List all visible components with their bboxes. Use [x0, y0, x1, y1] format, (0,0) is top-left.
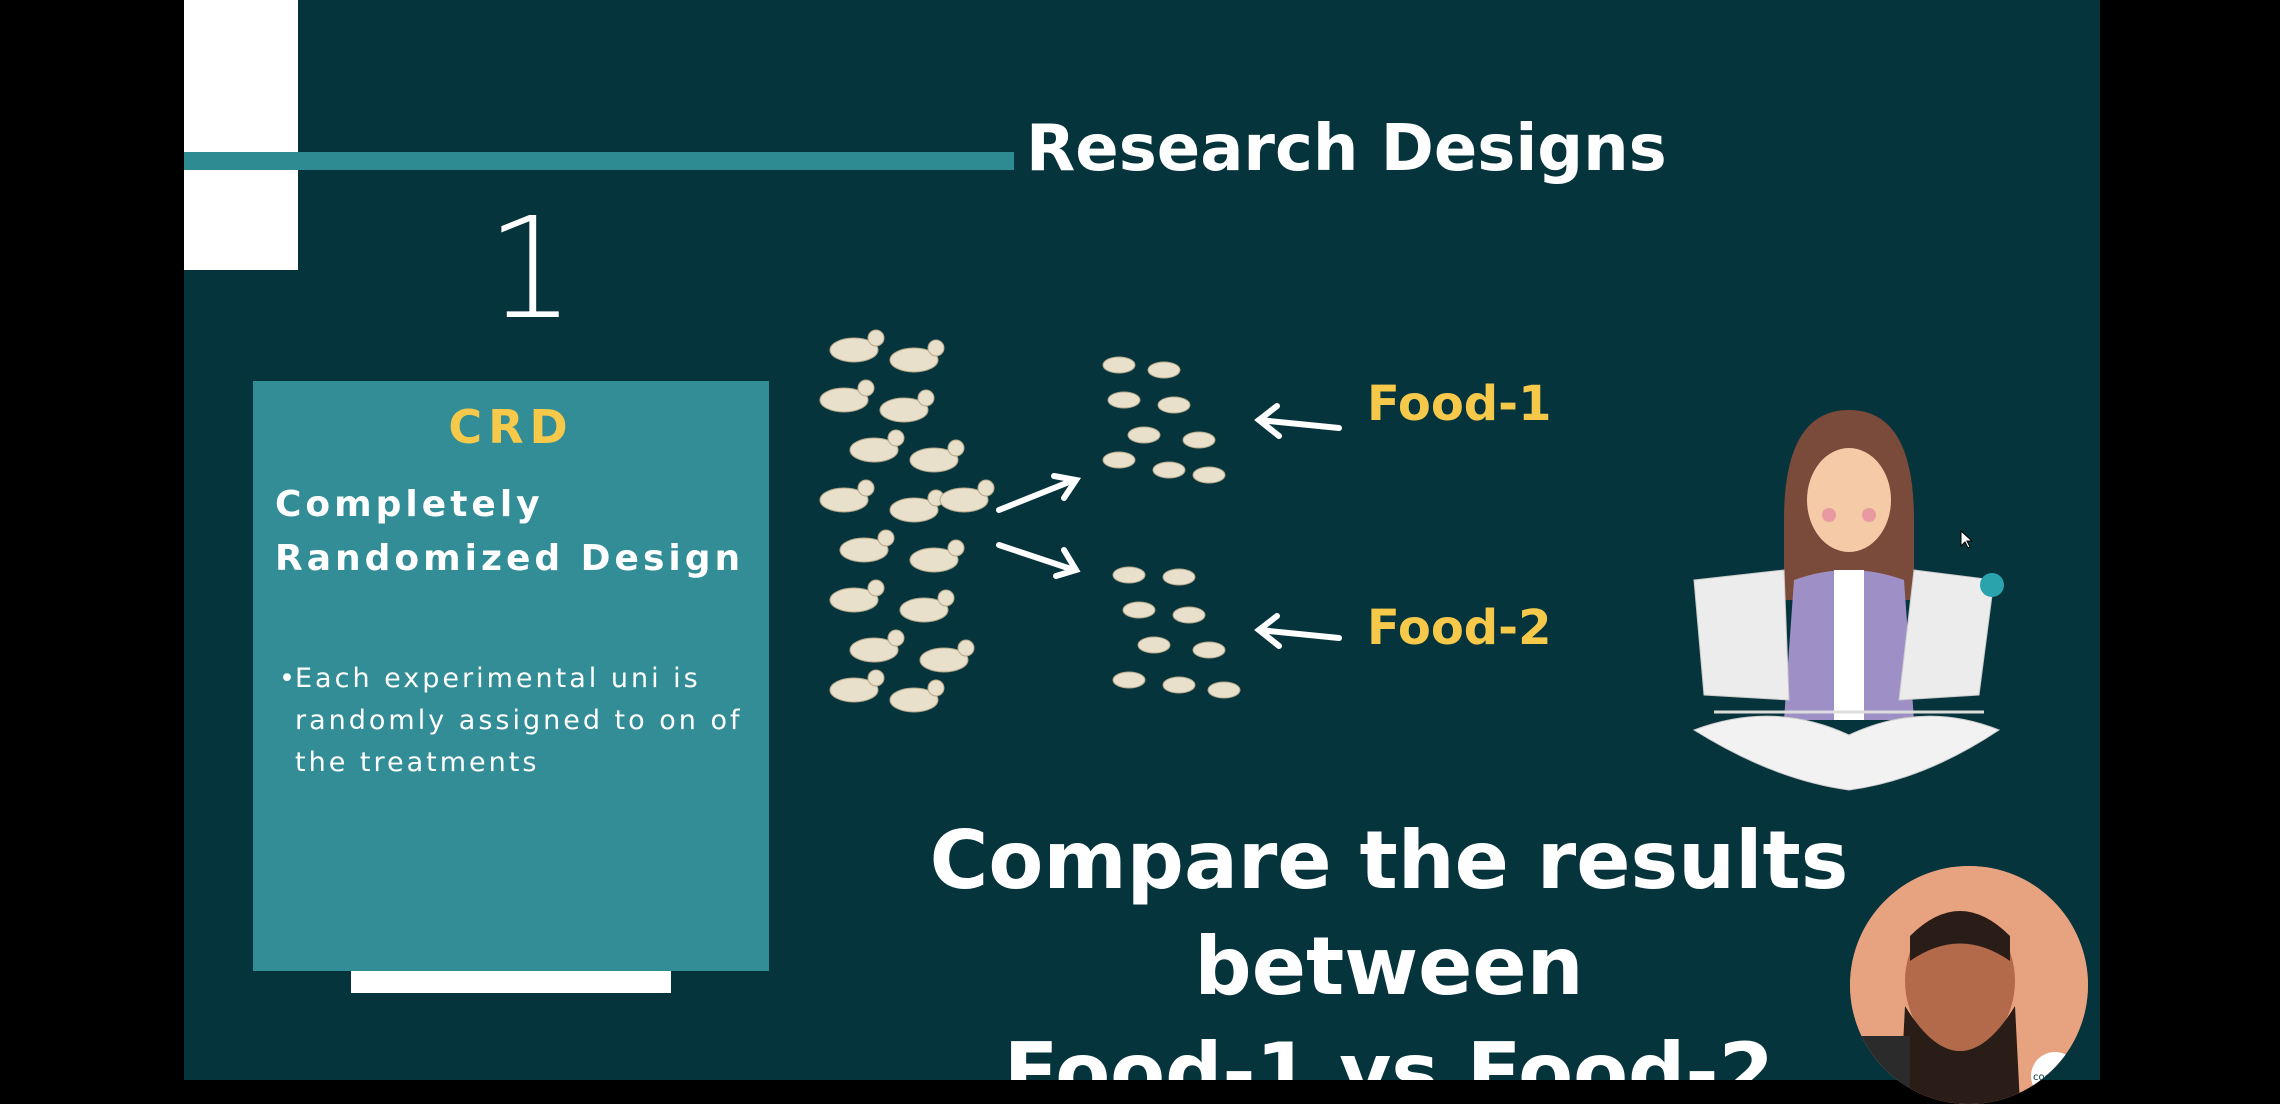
person-reading-illustration [1692, 410, 2004, 791]
goat-group-food2 [1112, 566, 1241, 699]
goat-icon [839, 529, 895, 563]
decorative-white-block [184, 0, 298, 270]
food2-label: Food-2 [1367, 600, 1552, 656]
goat-icon [829, 329, 885, 363]
goat-icon [819, 379, 875, 413]
letterbox-right [2100, 0, 2280, 1080]
goat-icon [819, 479, 875, 513]
arrow-icon [1254, 613, 1342, 649]
card-subtitle-line2: Randomized Design [275, 538, 745, 579]
goat-herd-large [819, 329, 995, 713]
goat-icon [909, 539, 965, 573]
goat-icon [889, 679, 945, 713]
goat-group-food1 [1102, 356, 1226, 484]
card-underline [351, 971, 671, 993]
presenter-silhouette: codanics [1850, 866, 2088, 1104]
goat-icon [899, 589, 955, 623]
card-bullet: • Each experimental uni is randomly assi… [279, 658, 755, 784]
goat-icon [829, 669, 885, 703]
goat-icon [919, 639, 975, 673]
goat-icon [909, 439, 965, 473]
compare-line1: Compare the results between [929, 814, 1849, 1013]
goat-icon [889, 489, 945, 523]
card-bullet-text: Each experimental uni is randomly assign… [295, 663, 743, 778]
design-number: 1 [486, 188, 576, 351]
webcam-presenter: codanics [1850, 866, 2088, 1104]
compare-text: Compare the results between Food-1 vs Fo… [824, 808, 1954, 1080]
bullet-dot: • [279, 663, 298, 694]
goat-icon [829, 579, 885, 613]
cursor-icon [1960, 530, 1974, 549]
arrow-icon [996, 473, 1082, 579]
compare-line2: Food-1 vs Food-2 [1003, 1026, 1775, 1080]
goat-icon [879, 389, 935, 423]
letterbox-left [0, 0, 184, 1080]
decorative-teal-bar [184, 152, 1014, 170]
card-subtitle-line1: Completely [275, 484, 544, 525]
card-subtitle: Completely Randomized Design [275, 478, 744, 586]
presentation-slide: Research Designs 1 CRD Completely Random… [184, 0, 2100, 1080]
arrow-icon [1254, 403, 1342, 439]
goat-icon [849, 429, 905, 463]
goat-icon [889, 339, 945, 373]
goat-icon [849, 629, 905, 663]
goat-icon [939, 479, 995, 513]
card-label: CRD [448, 400, 574, 454]
slide-title: Research Designs [1026, 112, 1667, 186]
crd-card [253, 381, 769, 971]
food1-label: Food-1 [1367, 376, 1552, 432]
